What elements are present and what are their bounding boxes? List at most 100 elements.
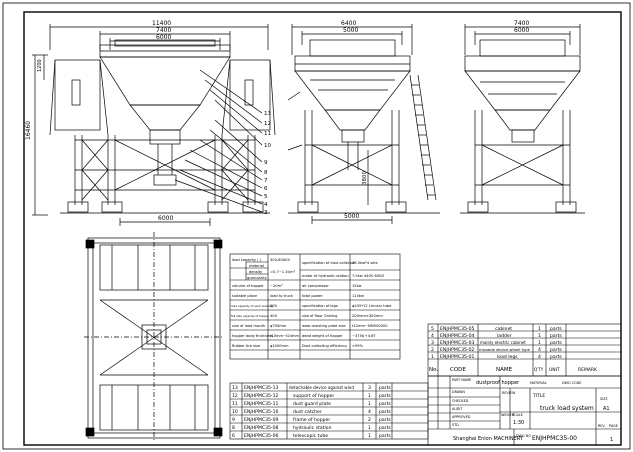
- spec-cell: ~375t(+4.6T: [352, 334, 376, 338]
- plan-view: [84, 232, 224, 442]
- dim-side-overall: 6400: [341, 20, 356, 27]
- bom-unit: parts: [379, 417, 391, 423]
- balloon: 7: [264, 178, 268, 184]
- tb-page-label: PAGE: [609, 424, 618, 428]
- tb-page-value: 1: [610, 437, 613, 443]
- spec-cell: fall rate capacity of hopper: [231, 314, 270, 318]
- spec-cell: volume of hopper: [232, 284, 264, 288]
- bom-no: 13: [232, 385, 238, 391]
- spec-cell: wear-resisting plate size: [302, 324, 346, 328]
- bom-name: telescopic tube: [293, 433, 328, 439]
- bom-name: detachable device against wind: [289, 385, 354, 390]
- spec-cell: material: [249, 264, 264, 268]
- spec-cell: 15kw: [352, 284, 362, 288]
- bom-qty: 1: [368, 425, 371, 431]
- bom-code: ENJHPMC35-10: [244, 409, 279, 415]
- bom-no: 1: [431, 354, 434, 360]
- spec-table-text: load capacity ( ) 300-600t/h specificati…: [231, 258, 392, 348]
- tb-part-name: dustproof hopper: [476, 380, 520, 386]
- tb-dwg-code-label: DWG CODE: [562, 381, 581, 385]
- tb-material-label: MATERIAL: [530, 381, 547, 385]
- bom-no: 3: [431, 340, 434, 346]
- spec-cell: φ700mm: [270, 324, 287, 328]
- bom-no: 5: [431, 326, 434, 332]
- bom-name: ladder: [497, 333, 512, 339]
- spec-table: [229, 253, 401, 360]
- bom-unit: parts: [379, 401, 391, 407]
- spec-cell: dead weight of hopper: [302, 334, 343, 338]
- tb-scale-value: 1:30: [513, 420, 524, 426]
- spec-cell: Rubber tire size: [232, 344, 261, 348]
- bom-no: 4: [431, 333, 434, 339]
- bom-unit: parts: [550, 333, 562, 339]
- balloon: 10: [264, 143, 271, 149]
- tb-title-value: truck load system: [540, 405, 594, 412]
- spec-cell: size of load mouth: [232, 324, 265, 328]
- balloon: 3: [264, 210, 268, 216]
- bom-qty: 4: [538, 354, 541, 360]
- spec-cell: specification of dust collector: [302, 261, 355, 265]
- dim-side-bottom: 5000: [344, 213, 359, 220]
- part-balloons: 13 12 11 10 9 8 7 6 5 4 3: [264, 111, 271, 216]
- spec-cell: motor of hydraulic station: [302, 274, 349, 278]
- bom-name: load legs: [497, 354, 518, 360]
- dim-side-clearance: 3800: [362, 171, 368, 185]
- bom-name: hydraulic station: [293, 425, 332, 431]
- bom-header-code: CODE: [450, 367, 466, 373]
- spec-cell: Dust collecting efficiency: [302, 344, 348, 348]
- bom-code: ENJHPMC35-05: [440, 326, 475, 332]
- bom-no: 8: [232, 425, 235, 431]
- bom-header-qty: Q'TY: [534, 367, 544, 372]
- bom-code: ENJHPMC35-06: [244, 433, 279, 439]
- bom-name: frame of hopper: [293, 417, 330, 423]
- bom-code: ENJHPMC35-12: [244, 393, 279, 399]
- bom-qty: 1: [538, 340, 541, 346]
- dim-end-overall: 7400: [514, 20, 529, 27]
- spec-cell: 400: [270, 314, 278, 318]
- balloon: 5: [264, 194, 268, 200]
- front-elevation: 11400 7400 6000 16460 1200: [25, 20, 276, 226]
- spec-cell: 7.5kw 440V 60HZ: [352, 274, 385, 278]
- bom-code: ENJHPMC35-04: [440, 333, 475, 339]
- bom-unit: parts: [379, 425, 391, 431]
- tb-row-label: AUDIT: [452, 407, 463, 411]
- bom-upper-grid: [427, 323, 622, 377]
- sheet-inner-border: [23, 11, 622, 446]
- tb-row-label: REVIEW: [502, 391, 516, 395]
- title-block-text: PART NAME dustproof hopper MATERIAL DWG …: [452, 378, 618, 443]
- bom-name: dust catcher: [293, 409, 322, 415]
- spec-cell: size of floor Grating: [302, 314, 337, 318]
- spec-cell: 200mm×300mm: [352, 314, 383, 318]
- spec-cell: φ1000mm: [270, 344, 289, 348]
- balloon: 13: [264, 111, 271, 117]
- bom-no: 2: [431, 347, 434, 353]
- bom-qty: 4: [538, 347, 541, 353]
- dim-end-inner: 6000: [514, 27, 529, 34]
- side-elevation: 6400 5000 3800 5000: [287, 20, 440, 224]
- spec-cell: air compressor: [302, 284, 329, 288]
- dim-front-hopper: 1200: [37, 59, 43, 72]
- bom-upper-text: 5 ENJHPMC35-05 cabinet 1 parts 4 ENJHPMC…: [429, 326, 598, 373]
- bom-unit: parts: [379, 409, 391, 415]
- bom-qty: 2: [368, 417, 371, 423]
- bom-name: mainly electric cabinet: [480, 340, 526, 345]
- tb-row-label: DRAWN: [452, 390, 465, 394]
- bom-qty: 1: [538, 333, 541, 339]
- dim-front-top: 7400: [156, 27, 171, 34]
- bom-header-name: NAME: [496, 367, 513, 373]
- spec-cell: 115kw: [352, 294, 364, 298]
- spec-cell: t10mm~t24mm: [270, 334, 299, 338]
- tb-part-label: PART NAME: [452, 378, 471, 382]
- bom-unit: parts: [550, 347, 562, 353]
- bom-qty: 1: [368, 393, 371, 399]
- spec-cell: 300-600t/h: [270, 258, 290, 262]
- dim-front-overall: 11400: [152, 20, 171, 27]
- spec-cell: density: [249, 270, 263, 274]
- balloon: 8: [264, 170, 268, 176]
- bom-name: dust guard plate: [293, 401, 331, 407]
- bom-qty: 3: [368, 385, 371, 391]
- tb-dwg-no-value: ENJHPMC35-00: [532, 435, 577, 442]
- bom-header-remark: REMARK: [578, 367, 598, 373]
- spec-cell: suitable place: [232, 294, 258, 298]
